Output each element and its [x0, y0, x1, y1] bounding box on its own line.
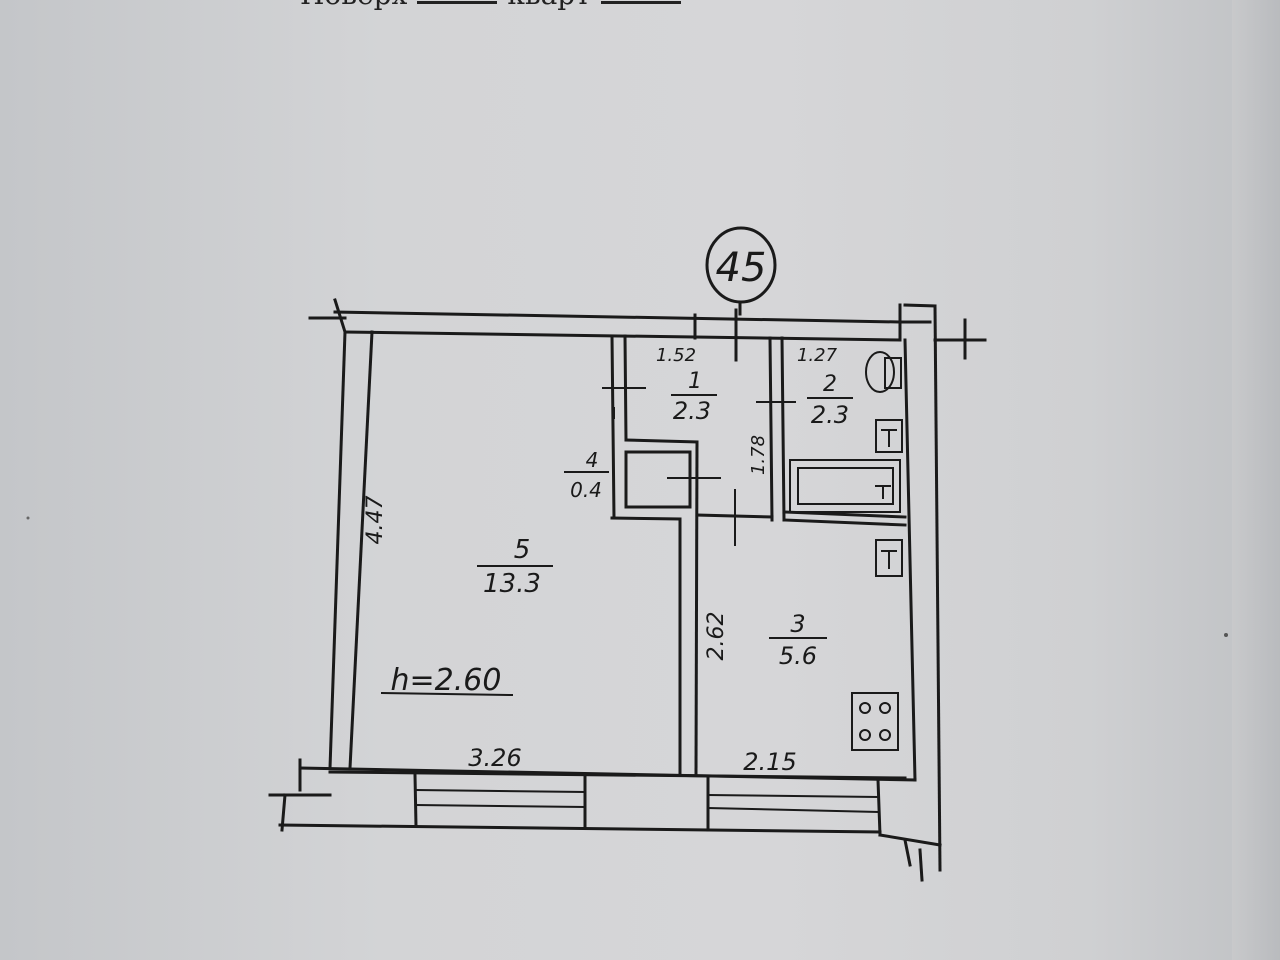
window-right	[706, 793, 880, 814]
fraction-bars	[380, 394, 853, 697]
room-4-number: 4	[586, 448, 599, 472]
caption-blank-2	[600, 1, 681, 4]
closet-box	[624, 450, 692, 509]
kitchen-sink	[875, 539, 903, 577]
toilet	[865, 351, 902, 393]
bathroom-sink	[875, 419, 903, 453]
bottom-wall	[268, 758, 942, 882]
bath-width: 1.27	[797, 345, 838, 366]
entrance	[693, 302, 742, 362]
room-3-number: 3	[790, 610, 805, 638]
caption-mid: кварт	[507, 0, 590, 11]
room-5-area: 13.3	[483, 569, 541, 599]
interior-walls	[610, 334, 907, 775]
paper-speck	[1224, 633, 1228, 637]
caption-start: Поверх	[300, 0, 407, 11]
room-5-number: 5	[514, 535, 531, 565]
room-3-area: 5.6	[779, 642, 817, 670]
bathtub	[789, 459, 901, 513]
ceiling-height: h=2.60	[391, 663, 502, 698]
room-5-height: 4.47	[363, 496, 388, 545]
caption-blank-1	[417, 1, 498, 4]
paper-speck	[26, 516, 30, 520]
top-caption: Поверх кварт	[300, 0, 691, 14]
room-2-number: 2	[823, 372, 837, 397]
room-2-area: 2.3	[811, 401, 849, 429]
outer-walls	[308, 298, 987, 872]
room-1-area: 2.3	[673, 397, 711, 425]
room-3-width: 2.15	[743, 748, 796, 776]
apartment-number-circle	[705, 226, 777, 304]
hall-depth: 1.78	[748, 435, 769, 475]
room-1-number: 1	[688, 369, 702, 394]
room-3-height: 2.62	[704, 612, 729, 661]
hall-width: 1.52	[656, 345, 696, 366]
page-edge	[1232, 0, 1280, 960]
apartment-number: 45	[716, 245, 767, 291]
door-ticks	[602, 387, 796, 546]
window-left	[414, 788, 587, 809]
room-4-area: 0.4	[570, 478, 602, 502]
room-5-width: 3.26	[468, 744, 521, 772]
stove	[851, 692, 899, 751]
